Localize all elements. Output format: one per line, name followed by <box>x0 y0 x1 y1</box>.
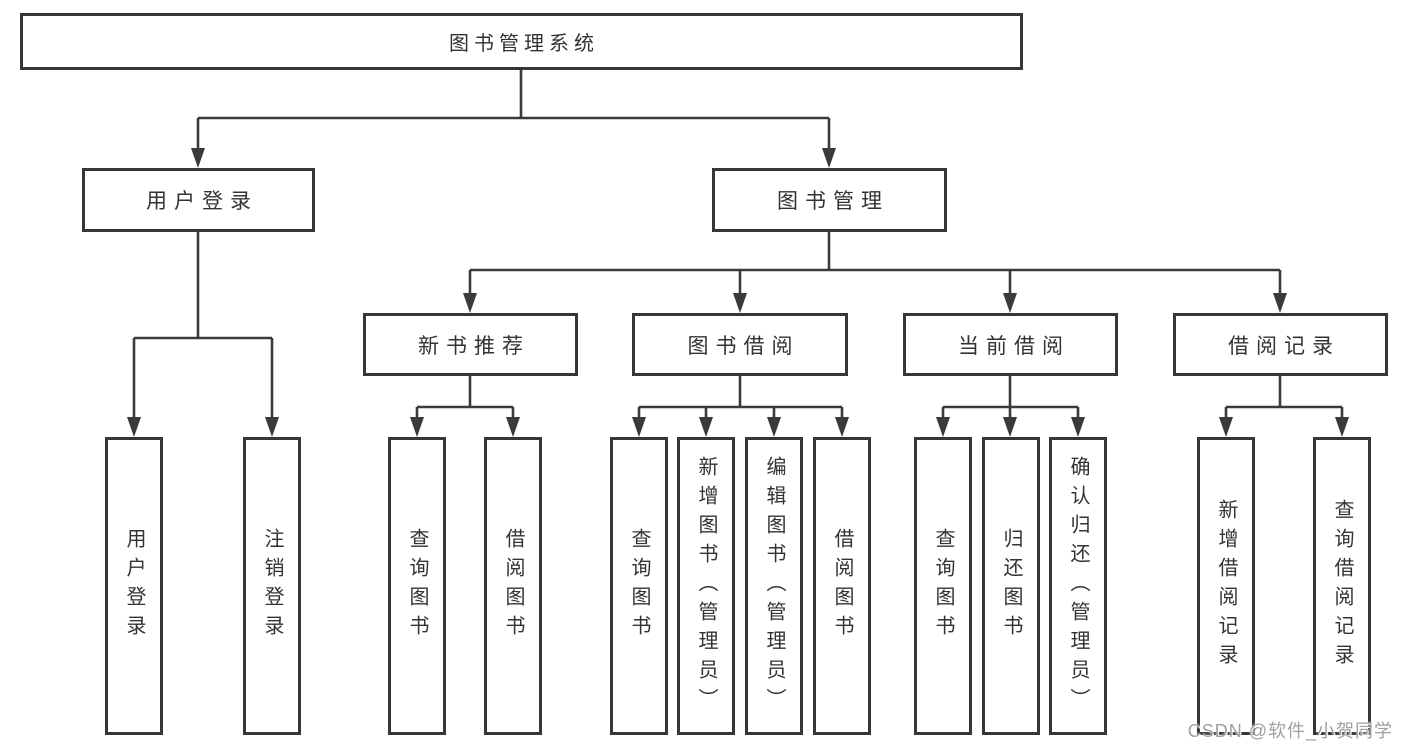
node-borrow-records: 借阅记录 <box>1173 313 1388 376</box>
node-label: 新增借阅记录 <box>1215 499 1237 673</box>
connector-user-login <box>132 232 274 419</box>
leaf-user-login: 用户登录 <box>105 437 163 735</box>
node-library-management-system: 图书管理系统 <box>20 13 1023 70</box>
node-label: 查询借阅记录 <box>1331 499 1353 673</box>
leaf-logout: 注销登录 <box>243 437 301 735</box>
connector-new-book-recommend <box>415 376 515 419</box>
node-label: 注销登录 <box>261 528 283 644</box>
node-label: 借阅图书 <box>502 528 524 644</box>
csdn-watermark: CSDN @软件_小贺同学 <box>1187 721 1393 741</box>
leaf-add-borrow-record: 新增借阅记录 <box>1197 437 1255 735</box>
leaf-return-books: 归还图书 <box>982 437 1040 735</box>
node-label: 新增图书（管理员） <box>695 455 717 717</box>
leaf-confirm-return-admin: 确认归还（管理员） <box>1049 437 1107 735</box>
node-label: 当前借阅 <box>958 334 1070 358</box>
node-label: 新书推荐 <box>418 334 530 358</box>
connector-root <box>196 69 831 150</box>
leaf-query-books-recommend: 查询图书 <box>388 437 446 735</box>
node-label: 图书借阅 <box>687 334 800 358</box>
leaf-query-borrow-record: 查询借阅记录 <box>1313 437 1371 735</box>
node-label: 图书管理系统 <box>449 33 599 55</box>
node-new-book-recommend: 新书推荐 <box>363 313 578 376</box>
leaf-borrow-books-recommend: 借阅图书 <box>484 437 542 735</box>
leaf-query-books-current: 查询图书 <box>914 437 972 735</box>
node-book-borrow: 图书借阅 <box>632 313 848 376</box>
node-book-management: 图书管理 <box>712 168 947 232</box>
node-label: 查询图书 <box>406 528 428 644</box>
connector-borrow-records <box>1224 376 1344 419</box>
node-label: 图书管理 <box>777 190 889 213</box>
node-user-login: 用户登录 <box>82 168 315 232</box>
leaf-add-book-admin: 新增图书（管理员） <box>677 437 735 735</box>
connector-book-management <box>468 232 1282 295</box>
node-label: 归还图书 <box>1000 528 1022 644</box>
node-current-borrow: 当前借阅 <box>903 313 1118 376</box>
node-label: 借阅记录 <box>1228 334 1340 358</box>
node-label: 借阅图书 <box>831 528 853 644</box>
leaf-query-books-borrow: 查询图书 <box>610 437 668 735</box>
arrowhead-icons <box>127 148 1349 437</box>
node-label: 用户登录 <box>146 190 258 213</box>
node-label: 确认归还（管理员） <box>1067 455 1089 717</box>
connector-current-borrow <box>941 376 1080 419</box>
node-label: 编辑图书（管理员） <box>763 455 785 717</box>
leaf-edit-book-admin: 编辑图书（管理员） <box>745 437 803 735</box>
node-label: 用户登录 <box>123 528 145 644</box>
leaf-borrow-books: 借阅图书 <box>813 437 871 735</box>
connector-book-borrow <box>637 376 844 419</box>
node-label: 查询图书 <box>932 528 954 644</box>
node-label: 查询图书 <box>628 528 650 644</box>
